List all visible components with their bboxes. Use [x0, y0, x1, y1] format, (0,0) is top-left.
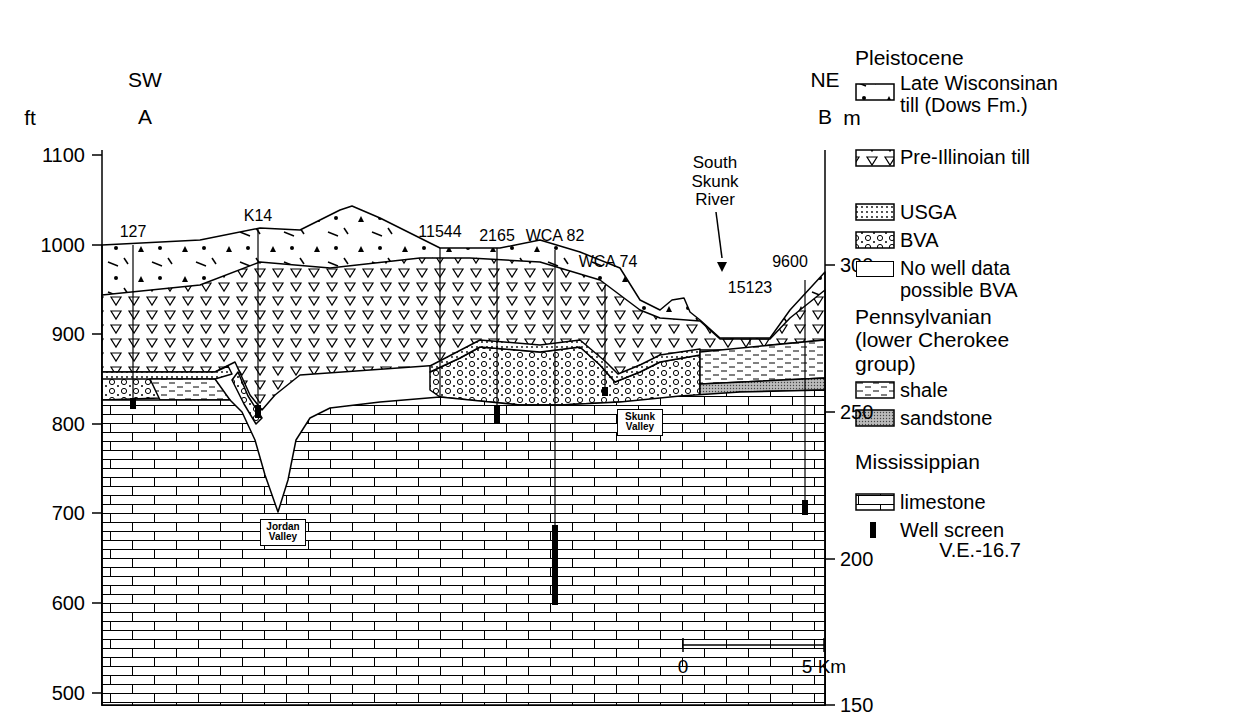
strata: [102, 206, 825, 705]
label: 700: [52, 502, 85, 524]
legend-text: Pre-Illinoian till: [900, 146, 1060, 168]
label: 200: [840, 548, 873, 570]
label: B: [818, 105, 832, 128]
legend-text: limestone: [900, 491, 1060, 513]
label: 127: [120, 223, 147, 241]
legend-text: sandstone: [900, 407, 1060, 429]
label: 1000: [41, 234, 86, 256]
label: 15123: [728, 279, 773, 297]
arrow-head: [717, 262, 727, 272]
valley-label-box: Jordan Valley: [260, 519, 306, 546]
label: 900: [52, 323, 85, 345]
label: 11544: [418, 223, 461, 241]
label: 9600: [772, 253, 808, 271]
label: 150: [840, 694, 873, 716]
label: NE: [810, 68, 839, 91]
label: V.E.-16.7: [939, 539, 1021, 561]
legend-text: shale: [900, 379, 1060, 401]
valley-name: Skunk Valley: [621, 412, 659, 433]
wells: [133, 229, 805, 605]
legend-text: BVA: [900, 229, 1060, 251]
legend-text: No well data possible BVA: [900, 257, 1060, 301]
label: 0: [678, 657, 689, 678]
label: 250: [840, 401, 873, 423]
valley-label-box: Skunk Valley: [617, 409, 663, 436]
legend-text: Well screen: [900, 519, 1060, 541]
label: Mississippian: [855, 450, 980, 473]
label: 600: [52, 592, 85, 614]
label: South Skunk River: [685, 154, 745, 210]
label: 800: [52, 413, 85, 435]
legend-swatch: [856, 261, 894, 277]
label: 1100: [42, 144, 85, 166]
label: 5 Km: [802, 657, 846, 678]
label: ft: [24, 106, 36, 129]
valley-name: Jordan Valley: [264, 522, 302, 543]
legend-text: Late Wisconsinan till (Dows Fm.): [900, 72, 1060, 116]
label: Pleistocene: [855, 46, 964, 69]
label: 500: [52, 682, 85, 704]
well-screens: [130, 387, 808, 605]
label: Pennsylvanian (lower Cherokee group): [855, 305, 1030, 374]
label: WCA 74: [579, 253, 638, 271]
label: 2165: [479, 227, 515, 245]
label: m: [843, 106, 861, 129]
label: K14: [244, 207, 272, 225]
axes: [92, 150, 835, 705]
label: WCA 82: [526, 227, 585, 245]
label: A: [138, 105, 152, 128]
label: SW: [128, 68, 162, 91]
legend-text: USGA: [900, 201, 1060, 223]
